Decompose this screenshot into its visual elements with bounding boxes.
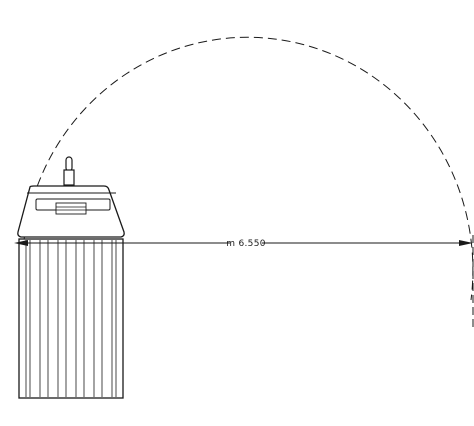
trailer-ribs (25, 240, 117, 397)
exhaust-stack (65, 156, 73, 172)
dimension-label: m 6.550 (226, 239, 266, 249)
arrowhead-left (14, 240, 28, 246)
roof-hatch (55, 202, 87, 215)
trailer (18, 238, 124, 399)
arrowhead-right (459, 240, 473, 246)
trailer-body (18, 238, 124, 399)
turning-arc (23, 36, 474, 301)
tractor-unit (17, 156, 125, 238)
dimension-line: m 6.550 (14, 239, 473, 249)
exhaust-base (63, 169, 75, 186)
